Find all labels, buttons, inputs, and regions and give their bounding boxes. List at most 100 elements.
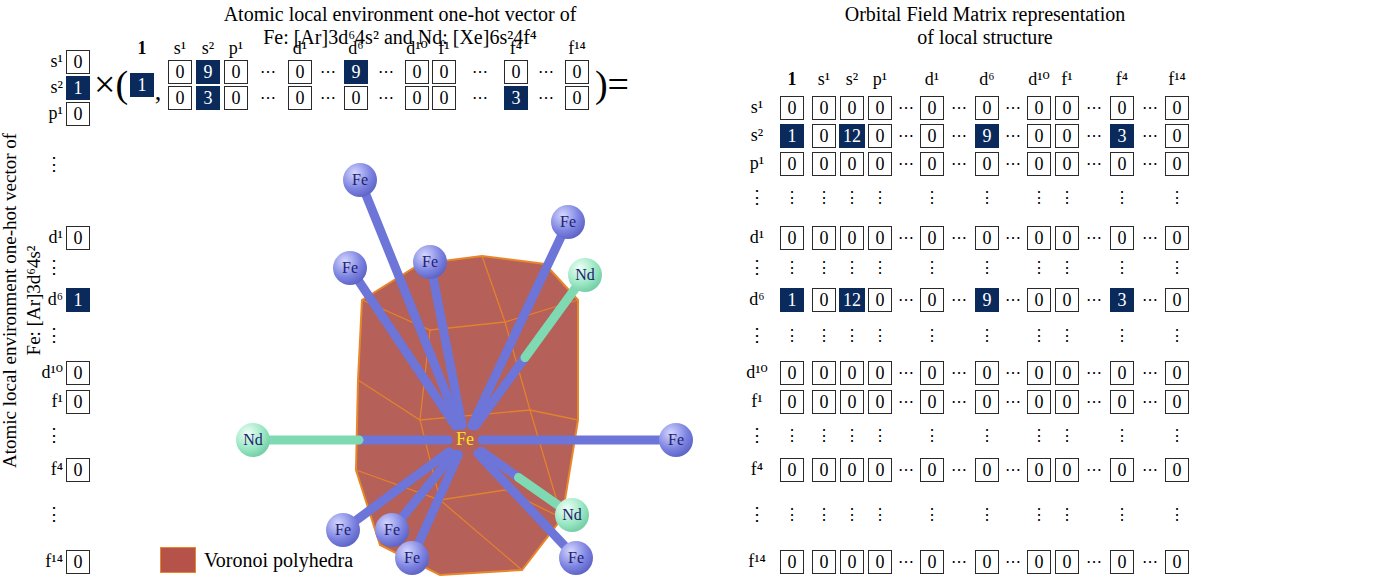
column-header: p¹ (229, 39, 243, 59)
vector-cell: 0 (868, 390, 892, 414)
atom-sphere: Fe (395, 541, 429, 575)
atom-sphere: Fe (413, 245, 447, 279)
vector-cell: 0 (1055, 288, 1079, 312)
row-label: d⁶ (48, 290, 63, 310)
ellipsis: ⋮ (1114, 506, 1130, 524)
cell-value: 0 (1173, 154, 1182, 175)
cell-value: 3 (1118, 290, 1127, 311)
bond (478, 454, 567, 549)
vector-cell: 0 (66, 390, 90, 414)
vector-cell: 1 (780, 124, 804, 148)
column-header: f⁴ (510, 39, 522, 59)
ellipsis: ⋮ (872, 189, 888, 207)
ellipsis: ⋮ (748, 188, 766, 208)
vector-cell: 0 (812, 361, 836, 385)
cell-value: 0 (74, 392, 83, 413)
ellipsis: ⋮ (844, 189, 860, 207)
cell-value: 0 (1063, 228, 1072, 249)
cell-value: 0 (820, 392, 829, 413)
ellipsis: ⋯ (1005, 553, 1021, 571)
ellipsis: ⋯ (898, 99, 914, 117)
ellipsis: ⋯ (898, 155, 914, 173)
cell-value: 3 (512, 88, 521, 109)
cell-value: 1 (138, 75, 147, 96)
cell-value: 0 (1035, 98, 1044, 119)
cell-value: 0 (788, 460, 797, 481)
bond-segment (525, 286, 577, 358)
cell-value: 0 (876, 290, 885, 311)
bond (475, 286, 577, 427)
cell-value: 0 (1063, 154, 1072, 175)
ellipsis: ⋮ (1059, 189, 1075, 207)
element-symbol: Fe (335, 521, 351, 539)
cell-value: 0 (1173, 126, 1182, 147)
ellipsis: ⋮ (784, 189, 800, 207)
vector-cell: 9 (975, 124, 999, 148)
column-header: f¹⁴ (568, 39, 586, 59)
ellipsis: ⋮ (844, 259, 860, 277)
bond-segment (433, 275, 448, 351)
ellipsis: ⋮ (1059, 327, 1075, 345)
ellipsis: ⋯ (951, 553, 967, 571)
ellipsis: ⋮ (924, 259, 940, 277)
vector-cell: 0 (920, 458, 944, 482)
ellipsis: ⋮ (816, 506, 832, 524)
vector-cell: 0 (1055, 96, 1079, 120)
row-label: s¹ (751, 98, 763, 118)
vector-cell: 9 (975, 288, 999, 312)
vector-cell: 0 (1027, 458, 1051, 482)
vector-cell: 0 (1165, 226, 1189, 250)
ellipsis: ⋮ (979, 427, 995, 445)
vector-cell: 0 (224, 60, 248, 84)
ellipsis: ⋯ (1142, 291, 1158, 309)
ellipsis: ⋯ (1005, 155, 1021, 173)
ellipsis: ⋯ (472, 63, 488, 81)
ellipsis: ⋯ (951, 155, 967, 173)
vector-cell: 0 (840, 390, 864, 414)
ellipsis: ⋮ (844, 327, 860, 345)
cell-value: 0 (1035, 392, 1044, 413)
vector-cell: 0 (288, 60, 312, 84)
vector-cell: 0 (868, 361, 892, 385)
ellipsis: ⋯ (1005, 127, 1021, 145)
element-symbol: Fe (352, 171, 368, 189)
vector-cell: 1 (780, 288, 804, 312)
row-label: s¹ (51, 52, 63, 72)
column-header: d⁶ (979, 70, 994, 90)
atom-sphere: Nd (568, 258, 602, 292)
row-label: d⁶ (749, 290, 764, 310)
cell-value: 0 (512, 62, 521, 83)
ellipsis: ⋮ (1031, 506, 1047, 524)
ellipsis: ⋯ (1142, 99, 1158, 117)
vector-cell: 9 (344, 60, 368, 84)
cell-value: 0 (440, 88, 449, 109)
cell-value: 0 (1118, 460, 1127, 481)
cell-value: 0 (1118, 228, 1127, 249)
bond-segment (359, 435, 448, 444)
ellipsis: ⋯ (378, 89, 394, 107)
cell-value: 0 (820, 290, 829, 311)
vector-cell: 0 (812, 226, 836, 250)
ellipsis: ⋯ (1142, 155, 1158, 173)
ellipsis: ⋮ (816, 259, 832, 277)
cell-value: 0 (983, 552, 992, 573)
cell-value: 0 (1118, 552, 1127, 573)
vector-cell: 0 (920, 550, 944, 574)
ellipsis: ⋮ (748, 426, 766, 446)
vector-cell: 0 (920, 288, 944, 312)
ellipsis: ⋯ (1142, 461, 1158, 479)
ellipsis: ⋯ (1005, 364, 1021, 382)
ellipsis: ⋮ (979, 327, 995, 345)
bond-segment (482, 435, 571, 444)
atom-sphere: Nd (236, 423, 270, 457)
vector-cell: 0 (224, 86, 248, 110)
cell-value: 0 (74, 104, 83, 125)
ellipsis: ⋮ (979, 189, 995, 207)
ellipsis: ⋯ (1086, 291, 1102, 309)
row-label: f⁴ (51, 460, 63, 480)
cell-value: 0 (876, 552, 885, 573)
atom-sphere: Fe (343, 163, 377, 197)
ellipsis: ⋮ (1114, 327, 1130, 345)
vector-cell: 0 (780, 226, 804, 250)
vector-cell: 0 (1165, 124, 1189, 148)
